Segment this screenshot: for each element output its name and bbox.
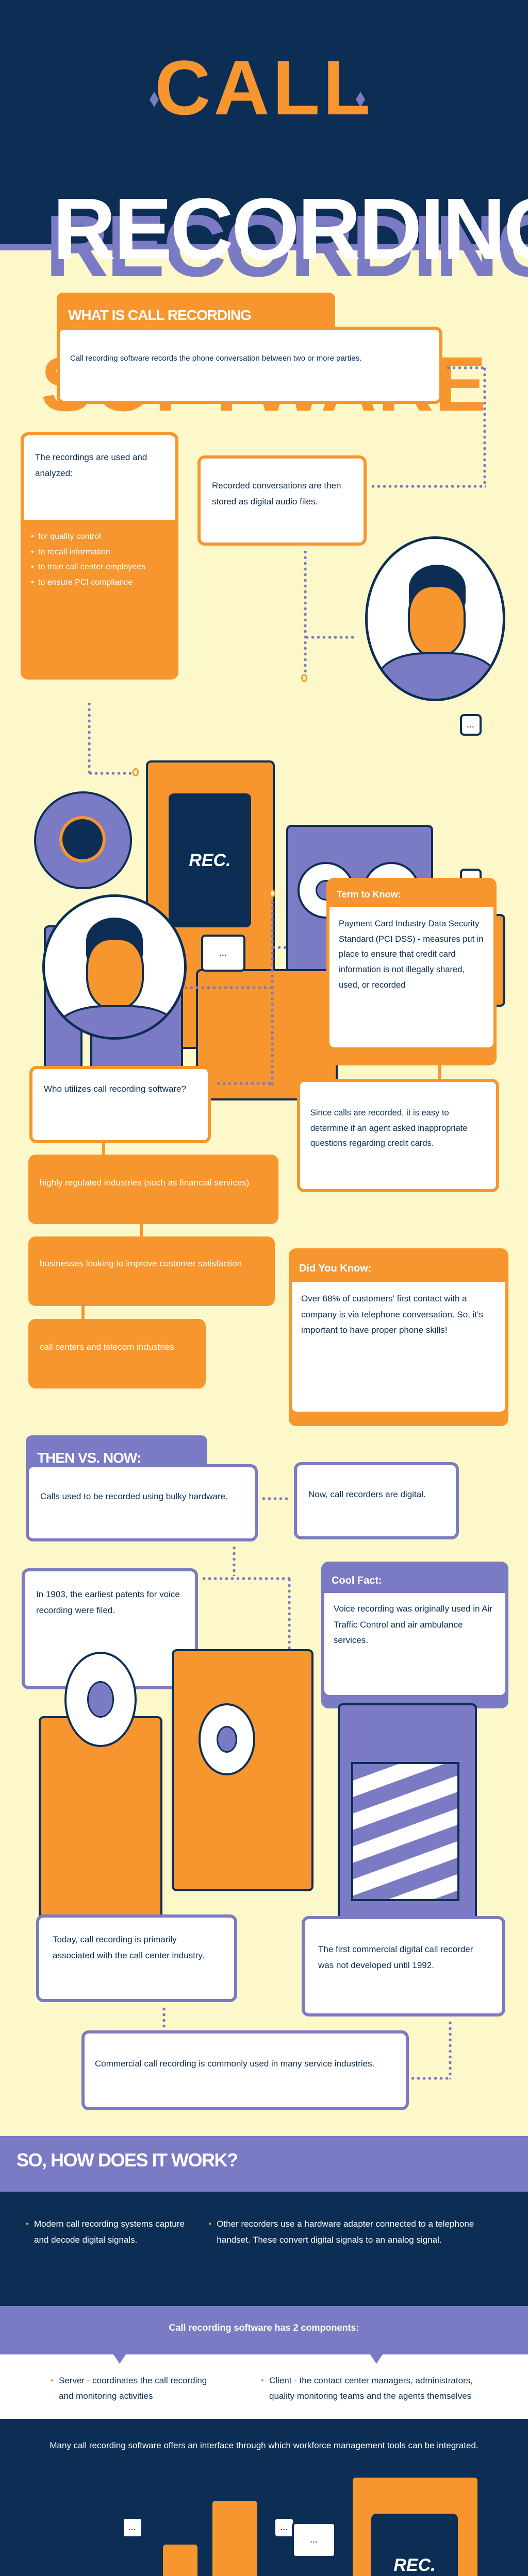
- how-points: Modern call recording systems capture an…: [0, 2192, 528, 2306]
- cool-fact-body: Voice recording was originally used in A…: [324, 1593, 505, 1695]
- section-heading-bar: SO, HOW DOES IT WORK?: [0, 2136, 528, 2192]
- section-heading: SO, HOW DOES IT WORK?: [16, 2149, 238, 2171]
- uses-box: The recordings are used and analyzed: fo…: [21, 432, 178, 680]
- uses-list: for quality control to recall informatio…: [21, 523, 178, 596]
- connector: [261, 1497, 289, 1500]
- patents-box: In 1903, the earliest patents for voice …: [22, 1568, 198, 1689]
- components-heading: Call recording software has 2 components…: [169, 2323, 359, 2333]
- connector: [446, 366, 487, 369]
- uses-intro: The recordings are used and analyzed:: [24, 435, 175, 520]
- now-box: Now, call recorders are digital.: [294, 1462, 459, 1539]
- speech-bubble: ...: [122, 2517, 143, 2538]
- connector: [183, 986, 271, 989]
- connector: [449, 2020, 452, 2079]
- title-line-call: CALL: [155, 44, 373, 131]
- use-item: to recall information: [31, 545, 168, 560]
- term-title: Term to Know:: [337, 889, 401, 900]
- cool-fact-box: Cool Fact: Voice recording was originall…: [321, 1562, 508, 1708]
- component-item: Server - coordinates the call recording …: [51, 2373, 216, 2404]
- agent-face: [408, 585, 466, 657]
- connector: [304, 549, 307, 675]
- server-device: [196, 969, 338, 1100]
- agent-avatar: [365, 536, 505, 701]
- connector: [140, 1223, 143, 1238]
- connector: [410, 2077, 451, 2080]
- rec-screen: REC.: [371, 2514, 458, 2576]
- use-item: for quality control: [31, 529, 168, 545]
- who-question-box: Who utilizes call recording software?: [29, 1066, 211, 1143]
- connector: [438, 1065, 441, 1081]
- components-list: Server - coordinates the call recording …: [0, 2354, 528, 2419]
- how-point: Other recorders use a hardware adapter c…: [208, 2216, 502, 2248]
- connector-end: [269, 889, 275, 897]
- connector: [271, 900, 274, 1085]
- section-who-uses: ... Term to Know: Payment Card Industry …: [0, 878, 528, 1250]
- definition-box: Call recording software records the phon…: [57, 327, 442, 404]
- dyk-title: Did You Know:: [299, 1263, 372, 1274]
- term-box: Term to Know: Payment Card Industry Data…: [326, 878, 497, 1065]
- recording-server: REC.: [351, 2476, 480, 2576]
- connector: [304, 636, 356, 639]
- agent-suit: [55, 1005, 179, 1037]
- speech-bubble: ...: [273, 2517, 295, 2538]
- use-item: to ensure PCI compliance: [31, 575, 168, 590]
- connector: [370, 485, 486, 488]
- cell-phone: [210, 2499, 259, 2576]
- connector: [483, 366, 486, 487]
- connector: [162, 2006, 166, 2029]
- rec-screen: REC.: [169, 793, 251, 927]
- agent-face: [86, 938, 144, 1010]
- today-box: Today, call recording is primarily assoc…: [36, 1914, 237, 2002]
- connector-end: [133, 768, 139, 776]
- connector: [288, 1577, 291, 1696]
- title-banner: CALL RECORDING RECORDING SOFTWARE: [0, 0, 528, 422]
- handset: [161, 2543, 200, 2576]
- who-answer: highly regulated industries (such as fin…: [28, 1155, 278, 1224]
- speech-bubble: ...: [201, 935, 245, 972]
- section-history-cont: Today, call recording is primarily assoc…: [0, 1914, 528, 2136]
- monitor-screen: [351, 1762, 459, 1901]
- components-bar: Call recording software has 2 components…: [0, 2306, 528, 2364]
- agent-avatar: [42, 894, 187, 1040]
- did-you-know-box: Did You Know: Over 68% of customers' fir…: [289, 1248, 508, 1426]
- title-line-recording-shadow: RECORDING: [45, 197, 528, 295]
- agent-suit: [378, 652, 497, 699]
- who-answer: call centers and telecom industries: [28, 1319, 206, 1388]
- section-who-uses-cont: businesses looking to improve customer s…: [0, 1236, 528, 1435]
- tape-reel-icon: [199, 1703, 255, 1775]
- section-history: THEN VS. NOW: HISTORY Calls used to be r…: [0, 1435, 528, 1974]
- term-followup-box: Since calls are recorded, it is easy to …: [297, 1079, 499, 1192]
- stored-box: Recorded conversations are then stored a…: [197, 455, 367, 546]
- dyk-body: Over 68% of customers' first contact wit…: [292, 1282, 505, 1412]
- use-item: to train call center employees: [31, 560, 168, 575]
- tape-recorder: [172, 1649, 314, 1891]
- commercial-box: Commercial call recording is commonly us…: [81, 2030, 409, 2110]
- first-digital-box: The first commercial digital call record…: [302, 1916, 505, 2016]
- cool-fact-title: Cool Fact:: [332, 1575, 382, 1586]
- title-line-recording: RECORDING: [53, 180, 528, 278]
- connector-end: [301, 674, 307, 682]
- connector: [201, 1577, 291, 1580]
- connector: [81, 1306, 85, 1320]
- section-how-it-works: SO, HOW DOES IT WORK? Modern call record…: [0, 2136, 528, 2576]
- connector: [88, 772, 134, 775]
- connector: [216, 1082, 272, 1085]
- connector: [102, 1142, 105, 1157]
- then-box: Calls used to be recorded using bulky ha…: [26, 1464, 258, 1541]
- how-point: Modern call recording systems capture an…: [26, 2216, 188, 2248]
- connector: [233, 1545, 236, 1576]
- diamond-icon: [150, 92, 159, 107]
- connector: [88, 701, 91, 773]
- interface-note: Many call recording software offers an i…: [50, 2441, 478, 2450]
- diamond-icon: [356, 92, 365, 107]
- connector: [271, 946, 322, 949]
- term-body: Payment Card Industry Data Security Stan…: [329, 907, 493, 1047]
- record-disc-icon: [64, 1652, 137, 1747]
- component-item: Client - the contact center managers, ad…: [261, 2373, 493, 2404]
- speech-bubble: ...: [292, 2522, 336, 2558]
- microphone-core-icon: [59, 816, 106, 862]
- who-answer: businesses looking to improve customer s…: [28, 1236, 275, 1306]
- speech-bubble: ...: [460, 714, 482, 736]
